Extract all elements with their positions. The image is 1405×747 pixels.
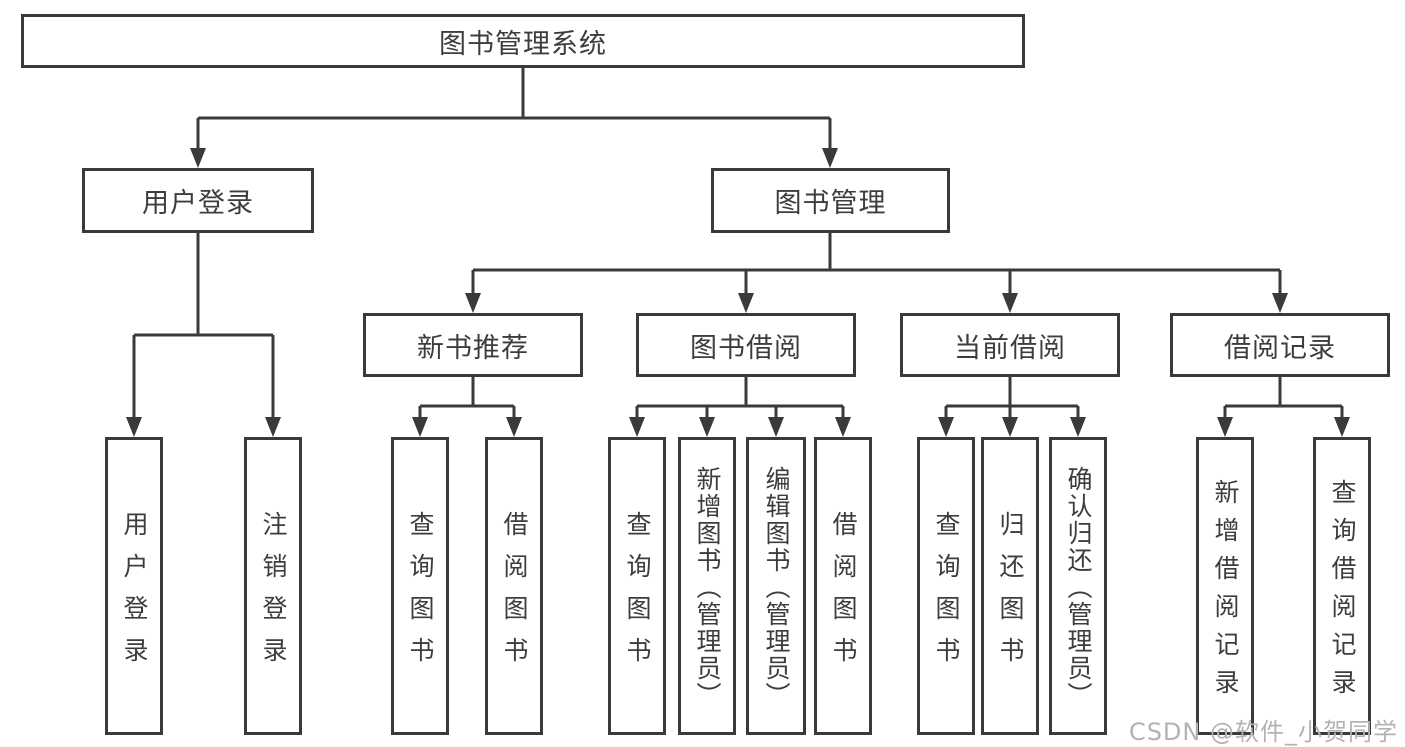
node-user-login: 用户登录 <box>82 168 314 233</box>
leaf-logout: 注销登录 <box>244 437 302 735</box>
leaf-cb-confirm-return-admin: 确认归还（管理员） <box>1049 437 1107 735</box>
arrowheads <box>126 148 1350 437</box>
leaf-bb-query-books: 查询图书 <box>608 437 666 735</box>
leaf-label: 借阅图书 <box>500 510 529 679</box>
csdn-watermark: CSDN @软件_小贺同学 <box>1128 718 1398 746</box>
leaf-nbr-borrow-books: 借阅图书 <box>485 437 543 735</box>
leaf-br-query-record: 查询借阅记录 <box>1313 437 1371 735</box>
leaf-label: 用户登录 <box>120 510 149 679</box>
node-borrow-records: 借阅记录 <box>1170 313 1390 377</box>
leaf-label: 查询图书 <box>406 510 435 679</box>
leaf-br-add-record: 新增借阅记录 <box>1196 437 1254 735</box>
leaf-bb-borrow-books: 借阅图书 <box>814 437 872 735</box>
leaf-label: 查询图书 <box>932 510 961 679</box>
leaf-user-login: 用户登录 <box>105 437 163 735</box>
node-label: 借阅记录 <box>1224 332 1336 364</box>
node-current-borrow: 当前借阅 <box>900 313 1120 377</box>
leaf-label: 查询借阅记录 <box>1328 478 1357 707</box>
leaf-label: 编辑图书（管理员） <box>762 465 791 709</box>
node-root-label: 图书管理系统 <box>439 28 607 60</box>
node-book-borrow: 图书借阅 <box>636 313 856 377</box>
leaf-label: 新增图书（管理员） <box>693 465 722 709</box>
leaf-label: 归还图书 <box>996 510 1025 679</box>
node-book-management: 图书管理 <box>711 168 950 233</box>
node-label: 新书推荐 <box>417 332 529 364</box>
node-label: 当前借阅 <box>954 332 1066 364</box>
node-new-book-recommend: 新书推荐 <box>363 313 583 377</box>
leaf-label: 查询图书 <box>623 510 652 679</box>
leaf-label: 新增借阅记录 <box>1211 478 1240 707</box>
node-label: 用户登录 <box>142 188 254 219</box>
node-label: 图书借阅 <box>690 332 802 364</box>
leaf-label: 注销登录 <box>259 510 288 679</box>
leaf-bb-edit-book-admin: 编辑图书（管理员） <box>746 437 806 735</box>
node-label: 图书管理 <box>774 188 887 219</box>
leaf-cb-return-books: 归还图书 <box>981 437 1039 735</box>
leaf-nbr-query-books: 查询图书 <box>391 437 449 735</box>
node-root: 图书管理系统 <box>21 14 1025 68</box>
leaf-bb-add-book-admin: 新增图书（管理员） <box>678 437 736 735</box>
leaf-label: 确认归还（管理员） <box>1064 465 1093 709</box>
leaf-label: 借阅图书 <box>829 510 858 679</box>
leaf-cb-query-books: 查询图书 <box>917 437 975 735</box>
